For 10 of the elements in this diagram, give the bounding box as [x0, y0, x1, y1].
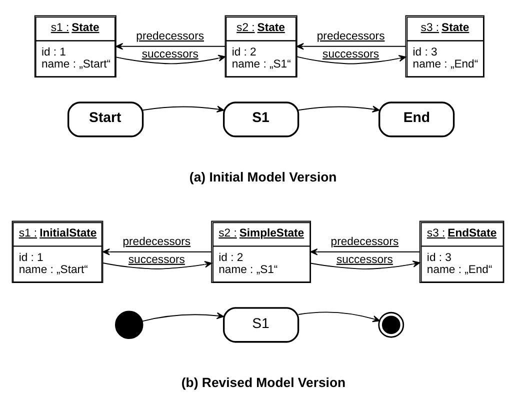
edge-label: predecessors: [122, 235, 191, 248]
edge-label: successors: [128, 253, 185, 266]
edge-label: predecessors: [316, 30, 385, 42]
label: (a) Initial Model Version: [189, 168, 337, 184]
edge-label: predecessors: [136, 30, 204, 42]
label: (b) Revised Model Version: [181, 374, 346, 390]
edge-label: successors: [322, 48, 380, 60]
edge-label: successors: [142, 48, 198, 60]
edge-label: predecessors: [330, 235, 399, 248]
edge-label: successors: [336, 253, 393, 266]
